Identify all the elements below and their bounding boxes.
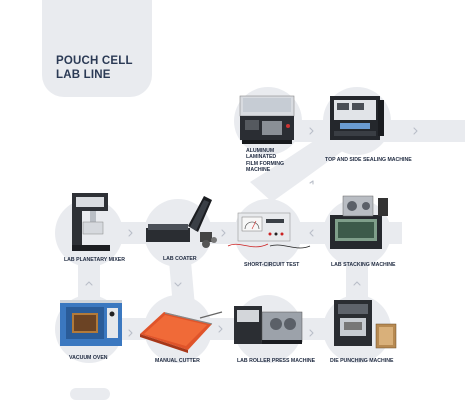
die-punching-icon	[334, 300, 397, 349]
label-vacuum-oven: VACUUM OVEN	[69, 355, 108, 361]
chevron-right-icon	[218, 325, 223, 333]
chevron-up-icon	[353, 281, 361, 286]
chevron-left-icon	[309, 229, 314, 237]
film-forming-machine-icon	[239, 95, 295, 144]
label-line: MACHINE	[246, 167, 271, 174]
chevron-right-icon	[128, 329, 133, 337]
page-title: POUCH CELL LAB LINE	[56, 54, 133, 82]
label-aluminum-film: ALUMINUM LAMINATED FILM FORMING MACHINE	[246, 148, 296, 174]
label-line: FILM FORMING	[246, 160, 285, 167]
track-bottom-stub	[70, 388, 110, 400]
flow-arrows	[85, 127, 418, 337]
roller-press-icon	[234, 306, 303, 344]
label-planetary-mixer: LAB PLANETARY MIXER	[64, 257, 126, 263]
chevron-up-right-icon	[309, 180, 314, 185]
track-diagonal-top	[250, 133, 344, 202]
chevron-right-icon	[413, 127, 418, 135]
chevron-down-icon	[174, 282, 182, 287]
chevron-right-icon	[309, 127, 314, 135]
label-line: LAMINATED	[246, 154, 277, 161]
label-line: ALUMINUM	[246, 148, 275, 154]
manual-cutter-icon	[140, 311, 223, 353]
stacking-machine-icon	[330, 195, 388, 249]
page-title-line-2: LAB LINE	[56, 69, 111, 81]
title-card	[42, 0, 152, 97]
sealing-machine-icon	[330, 96, 384, 140]
label-top-side-sealing: TOP AND SIDE SEALING MACHINE	[325, 157, 412, 163]
chevron-up-icon	[85, 281, 93, 286]
coater-icon	[146, 196, 217, 248]
label-roller-press: LAB ROLLER PRESS MACHINE	[237, 358, 316, 364]
label-lab-coater: LAB COATER	[163, 256, 197, 262]
label-manual-cutter: MANUAL CUTTER	[155, 358, 200, 364]
vacuum-oven-icon	[60, 300, 122, 346]
page-title-line-1: POUCH CELL	[56, 55, 133, 67]
label-short-circuit: SHORT-CIRCUIT TEST	[244, 262, 300, 268]
chevron-right-icon	[128, 229, 133, 237]
label-die-punching: DIE PUNCHING MACHINE	[330, 358, 394, 364]
chevron-right-icon	[221, 229, 226, 237]
label-lab-stacking: LAB STACKING MACHINE	[331, 262, 396, 268]
short-circuit-tester-icon	[227, 212, 311, 249]
planetary-mixer-icon	[72, 193, 110, 251]
chevron-right-icon	[309, 329, 314, 337]
